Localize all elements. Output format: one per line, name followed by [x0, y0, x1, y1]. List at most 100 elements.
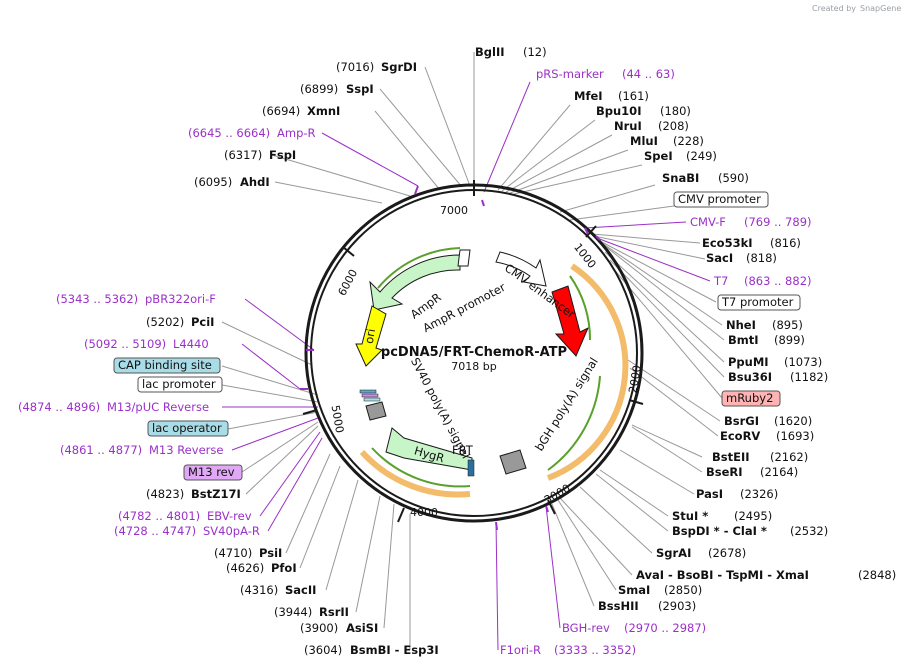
cmv-promoter-box	[673, 191, 769, 208]
label-bsmbi-esp3i[interactable]: BsmBI - Esp3I	[350, 643, 439, 657]
tick-label-4000: 4000	[410, 506, 438, 519]
label-bglii[interactable]: BglII	[475, 45, 505, 59]
label-bsrgi[interactable]: BsrGI	[724, 414, 759, 428]
frt-label: FRT	[452, 443, 474, 457]
pos-bmti: (899)	[774, 333, 805, 347]
label-bsshii[interactable]: BssHII	[598, 599, 639, 613]
cmv-enhancer-feature	[495, 251, 547, 287]
pos-bgh-rev: (2970 .. 2987)	[624, 621, 706, 635]
label-bseri[interactable]: BseRI	[706, 465, 743, 479]
label-xmni[interactable]: XmnI	[307, 104, 340, 118]
label-sgrai[interactable]: SgrAI	[656, 546, 691, 560]
label-prs-marker[interactable]: pRS-marker	[536, 67, 604, 81]
label-pcii[interactable]: PciI	[191, 315, 214, 329]
pos-psii: (4710)	[214, 546, 252, 560]
label-mruby2[interactable]: mRuby2	[726, 391, 773, 405]
label-nrui[interactable]: NruI	[614, 119, 642, 133]
label-fspi[interactable]: FspI	[269, 148, 296, 162]
pos-fspi: (6317)	[224, 148, 262, 162]
bgh-label: bGH poly(A) signal	[532, 355, 601, 453]
label-bpu10i[interactable]: Bpu10I	[596, 104, 641, 118]
label-bstz17i[interactable]: BstZ17I	[191, 487, 241, 501]
pos-pcii: (5202)	[146, 315, 184, 329]
tick-marks	[302, 180, 644, 523]
pos-mfei: (161)	[618, 89, 649, 103]
label-smai[interactable]: SmaI	[618, 583, 650, 597]
label-ahdi[interactable]: AhdI	[240, 175, 270, 189]
pos-prs-marker: (44 .. 63)	[622, 67, 675, 81]
pos-eco53ki: (816)	[770, 236, 801, 250]
label-sacii[interactable]: SacII	[285, 583, 316, 597]
pos-spei: (249)	[686, 149, 717, 163]
label-pbr322ori-f[interactable]: pBR322ori-F	[145, 292, 216, 306]
label-eco53ki[interactable]: Eco53kI	[702, 236, 753, 250]
tick-label-7000: 7000	[440, 204, 468, 217]
label-l4440[interactable]: L4440	[173, 337, 209, 351]
label-bmti[interactable]: BmtI	[728, 333, 759, 347]
pos-sacii: (4316)	[240, 583, 278, 597]
label-lac-operator[interactable]: lac operator	[152, 421, 222, 435]
pos-l4440: (5092 .. 5109)	[84, 337, 166, 351]
label-bspdi-clai[interactable]: BspDI * - ClaI *	[672, 524, 767, 538]
orf-arc-bottom	[359, 449, 471, 498]
label-avai-group[interactable]: AvaI - BsoBI - TspMI - XmaI	[636, 568, 809, 582]
label-m13-reverse[interactable]: M13 Reverse	[149, 443, 223, 457]
label-bsteii[interactable]: BstEII	[712, 450, 750, 464]
pos-sgrai: (2678)	[708, 546, 746, 560]
label-m13-rev[interactable]: M13 rev	[188, 465, 235, 479]
pos-nhei: (895)	[772, 318, 803, 332]
label-ecorv[interactable]: EcoRV	[720, 429, 760, 443]
label-spei[interactable]: SpeI	[644, 149, 673, 163]
pos-bsu36i: (1182)	[790, 370, 828, 384]
label-cmv-f[interactable]: CMV-F	[690, 215, 726, 229]
label-cap-binding-site[interactable]: CAP binding site	[118, 358, 212, 372]
label-saci[interactable]: SacI	[706, 251, 733, 265]
pos-ecorv: (1693)	[776, 429, 814, 443]
ori-label: ori	[362, 328, 378, 345]
left-labels: (7016) SgrDI (6899) SspI (6694) XmnI (66…	[18, 60, 439, 657]
pos-amp-r: (6645 .. 6664)	[188, 126, 270, 140]
label-ppumi[interactable]: PpuMI	[728, 355, 769, 369]
label-sspi[interactable]: SspI	[346, 82, 374, 96]
label-sgrdi[interactable]: SgrDI	[381, 60, 417, 74]
label-rsrii[interactable]: RsrII	[319, 605, 349, 619]
label-stui[interactable]: StuI *	[672, 509, 708, 523]
pos-m13-puc-reverse: (4874 .. 4896)	[18, 400, 100, 414]
cap-binding-site-box	[113, 357, 221, 374]
pos-ahdi: (6095)	[194, 175, 232, 189]
pos-ppumi: (1073)	[784, 355, 822, 369]
ampr-promoter-feature	[457, 249, 471, 267]
plasmid-size: 7018 bp	[451, 360, 496, 373]
label-t7-promoter[interactable]: T7 promoter	[721, 295, 794, 309]
snapgene-logo-text: SnapGene	[860, 4, 901, 13]
label-ebv-rev[interactable]: EBV-rev	[207, 509, 252, 523]
label-sv40pa-r[interactable]: SV40pA-R	[203, 524, 260, 538]
pos-t7: (863 .. 882)	[744, 274, 812, 288]
orf-line-right-top	[569, 275, 592, 341]
label-pasi[interactable]: PasI	[696, 487, 723, 501]
label-amp-r[interactable]: Amp-R	[277, 126, 316, 140]
leader-lines-right	[473, 52, 725, 651]
lac-operator-box	[147, 420, 229, 437]
label-bsu36i[interactable]: Bsu36I	[728, 370, 772, 384]
t7-promoter-box	[717, 294, 801, 311]
label-m13-puc-reverse[interactable]: M13/pUC Reverse	[107, 400, 209, 414]
label-mfei[interactable]: MfeI	[574, 89, 603, 103]
label-bgh-rev[interactable]: BGH-rev	[562, 621, 610, 635]
tick-label-5000: 5000	[329, 404, 347, 434]
pos-pfoi: (4626)	[226, 561, 264, 575]
label-pfoi[interactable]: PfoI	[271, 561, 297, 575]
label-snabi[interactable]: SnaBI	[662, 171, 699, 185]
pos-sv40pa-r: (4728 .. 4747)	[114, 524, 196, 538]
label-cmv-promoter[interactable]: CMV promoter	[678, 192, 761, 206]
label-psii[interactable]: PsiI	[259, 546, 282, 560]
lac-promoter-box	[137, 376, 223, 393]
label-mlui[interactable]: MluI	[630, 134, 658, 148]
label-f1ori-r[interactable]: F1ori-R	[500, 643, 541, 657]
label-lac-promoter[interactable]: lac promoter	[142, 377, 216, 391]
label-nhei[interactable]: NheI	[726, 318, 756, 332]
pos-bpu10i: (180)	[660, 104, 691, 118]
pos-f1ori-r: (3333 .. 3352)	[554, 643, 636, 657]
label-t7[interactable]: T7	[713, 274, 728, 288]
label-asisi[interactable]: AsiSI	[346, 621, 378, 635]
